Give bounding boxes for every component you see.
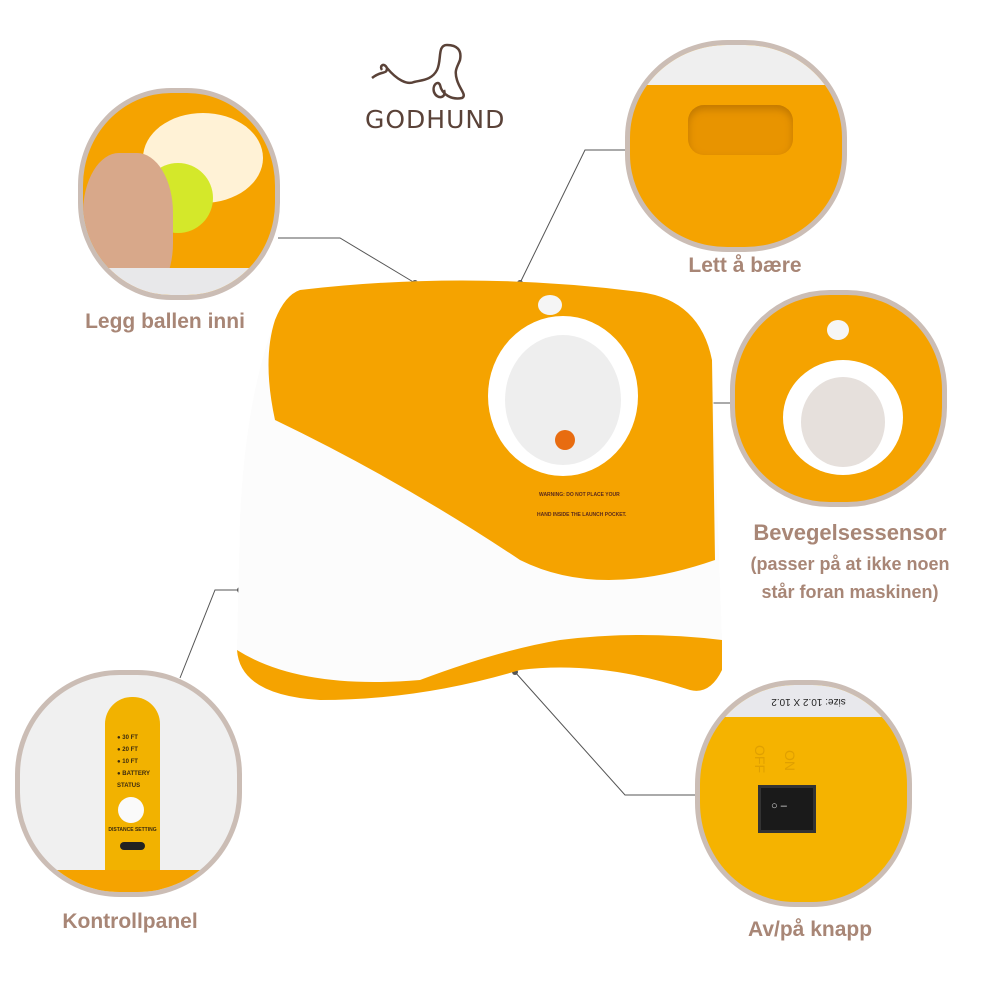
label-motion-sensor-desc-1: (passer på at ikke noen [750, 554, 950, 574]
callout-image-power-switch: size: 10.2 X 10.2 OFF ON ○ – [695, 680, 912, 907]
warning-text-line-1: WARNING: DO NOT PLACE YOUR [539, 492, 620, 498]
led-20ft: ● 20 FT [117, 747, 138, 753]
distance-setting-label: DISTANCE SETTING [108, 827, 157, 833]
label-power-switch: Av/på knapp [747, 918, 873, 941]
label-control-panel: Kontrollpanel [62, 910, 198, 933]
label-motion-sensor: Bevegelsessensor [753, 520, 947, 545]
label-insert-ball: Legg ballen inni [85, 310, 245, 333]
usb-c-port [120, 842, 145, 850]
led-10ft: ● 10 FT [117, 759, 138, 765]
distance-setting-button[interactable] [118, 797, 144, 823]
power-switch[interactable]: ○ – [758, 785, 816, 833]
off-symbol-icon: ○ – [771, 800, 787, 812]
control-panel: ● 30 FT ● 20 FT ● 10 FT ● BATTERY STATUS… [105, 697, 160, 877]
warning-text-line-2: HAND INSIDE THE LAUNCH POCKET. [537, 512, 627, 518]
label-easy-carry: Lett å bære [688, 254, 802, 277]
label-motion-sensor-desc-2: står foran maskinen) [761, 582, 939, 602]
callout-image-motion-sensor [730, 290, 947, 507]
led-battery: ● BATTERY STATUS [117, 771, 150, 789]
on-label: ON [782, 750, 798, 771]
godhund-dog-logo [371, 43, 465, 100]
motion-sensor-icon [827, 320, 849, 340]
off-label: OFF [752, 745, 768, 773]
brand-logo-text: GODHUND [365, 105, 506, 134]
carry-handle [688, 105, 793, 155]
callout-image-insert-ball [78, 88, 280, 300]
callout-image-carry-handle [625, 40, 847, 252]
callout-image-control-panel: ● 30 FT ● 20 FT ● 10 FT ● BATTERY STATUS… [15, 670, 242, 897]
led-30ft: ● 30 FT [117, 735, 138, 741]
size-label: size: 10.2 X 10.2 [700, 685, 907, 717]
